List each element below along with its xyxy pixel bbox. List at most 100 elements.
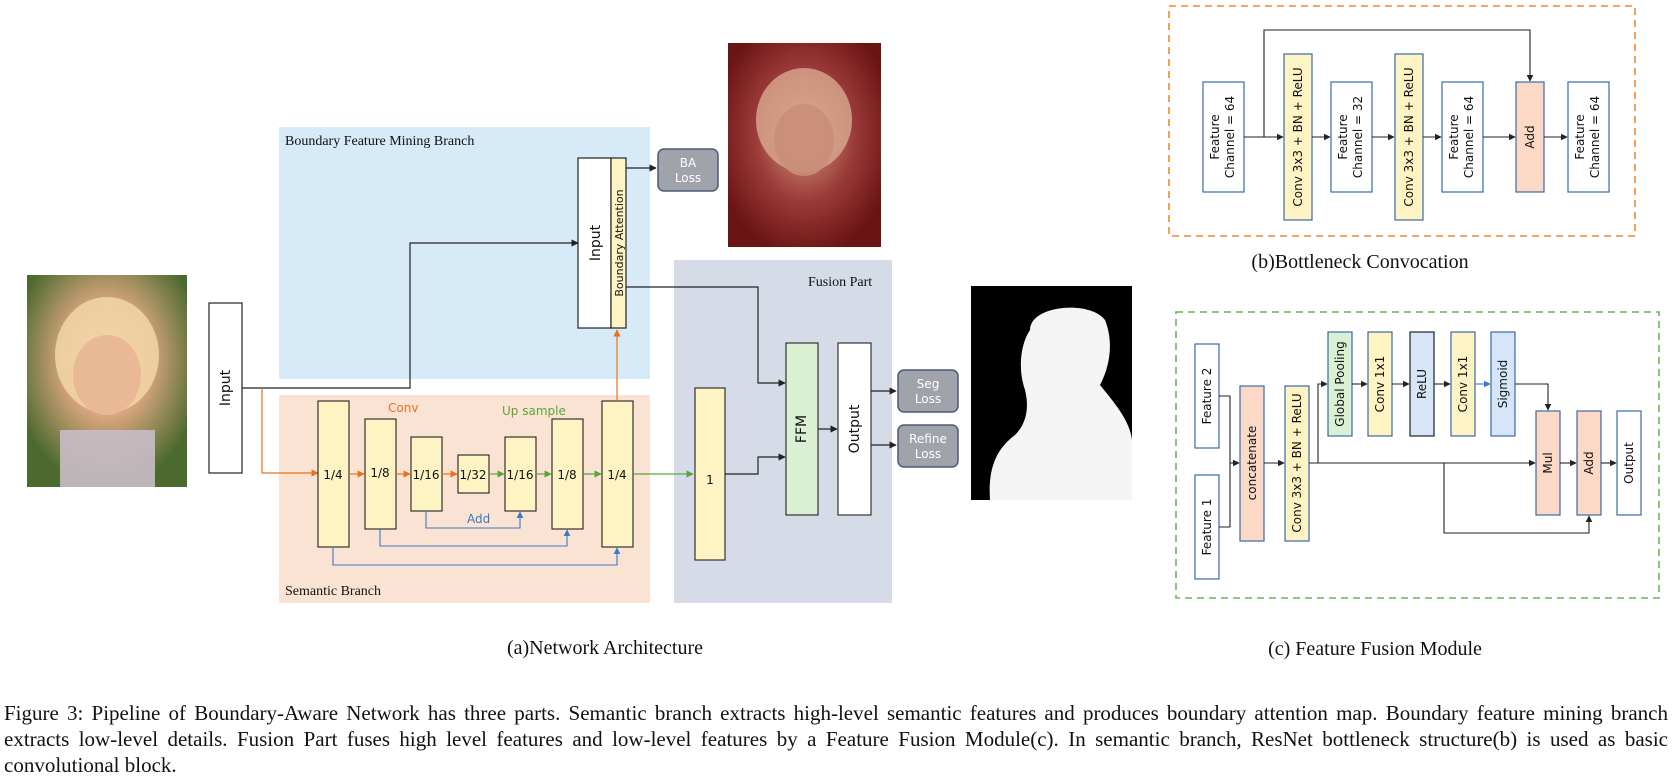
- ffm-mul: Mul: [1535, 410, 1561, 516]
- branch-input-label: Input: [588, 224, 604, 261]
- ba-loss-line1: BA: [680, 156, 697, 170]
- svg-text:1/4: 1/4: [323, 468, 342, 482]
- input-to-boundary-arrow: [242, 239, 579, 389]
- fusion-block-1-label: 1: [706, 473, 714, 487]
- svg-text:Conv 3x3 + BN + ReLU: Conv 3x3 + BN + ReLU: [1290, 393, 1304, 532]
- svg-text:1/16: 1/16: [413, 468, 440, 482]
- ffm-global-pooling: Global Pooling: [1327, 331, 1353, 437]
- output-block: [837, 342, 872, 516]
- svg-text:FeatureChannel = 32: FeatureChannel = 32: [1336, 96, 1365, 178]
- ffm-f1-arrow: [1219, 463, 1231, 528]
- seg-loss-line1: Seg: [917, 377, 940, 391]
- alpha-matte: [971, 286, 1132, 500]
- ffm-feature1: Feature 1: [1194, 474, 1220, 580]
- svg-text:1/8: 1/8: [557, 468, 576, 482]
- svg-text:1/32: 1/32: [460, 468, 487, 482]
- upsample-label: Up sample: [502, 404, 566, 418]
- svg-text:FeatureChannel = 64: FeatureChannel = 64: [1573, 96, 1602, 178]
- svg-text:Output: Output: [1622, 442, 1636, 484]
- svg-text:ReLU: ReLU: [1415, 369, 1429, 399]
- svg-text:FeatureChannel = 64: FeatureChannel = 64: [1208, 96, 1237, 178]
- conv-label: Conv: [388, 401, 418, 415]
- dec-block-1-4: 1/4: [601, 400, 634, 548]
- skip-1-4: [332, 547, 621, 566]
- boundary-attention-label: Boundary Attention: [613, 189, 626, 296]
- seg-loss-block: [897, 369, 959, 413]
- svg-text:concatenate: concatenate: [1245, 426, 1259, 501]
- svg-text:1/8: 1/8: [370, 466, 389, 480]
- ffm-block: [785, 342, 819, 516]
- bn-conv-2: Conv 3x3 + BN + ReLU: [1394, 53, 1424, 221]
- svg-text:Add: Add: [1582, 451, 1596, 474]
- branch-input-block: [577, 157, 612, 329]
- dec-block-1-16: 1/16: [504, 436, 537, 512]
- bn-conv-1: Conv 3x3 + BN + ReLU: [1283, 53, 1313, 221]
- ffm-module-subtitle: (c) Feature Fusion Module: [1268, 638, 1482, 660]
- bn-residual-arrow: [1263, 29, 1534, 137]
- bottleneck-frame: [1168, 5, 1636, 237]
- input-block-label: Input: [218, 369, 234, 406]
- refine-loss-line2: Loss: [915, 447, 941, 461]
- svg-text:Conv 1x1: Conv 1x1: [1373, 356, 1387, 413]
- bottleneck-subtitle: (b)Bottleneck Convocation: [1251, 251, 1468, 273]
- ffm-output: Output: [1616, 410, 1642, 516]
- svg-text:1/4: 1/4: [607, 468, 626, 482]
- output-label: Output: [847, 404, 863, 453]
- enc-block-1-8: 1/8: [364, 418, 397, 530]
- bn-block-4: FeatureChannel = 64: [1441, 81, 1484, 193]
- svg-text:1/16: 1/16: [507, 468, 534, 482]
- seg-loss-line2: Loss: [915, 392, 941, 406]
- ba-loss-block: [657, 148, 719, 192]
- svg-text:Conv 1x1: Conv 1x1: [1456, 356, 1470, 413]
- bn-block-2: FeatureChannel = 32: [1330, 81, 1373, 193]
- ffm-module-frame: [1175, 311, 1660, 599]
- ffm-conv2: Conv 1x1: [1450, 331, 1476, 437]
- ffm-concatenate: concatenate: [1239, 385, 1265, 542]
- svg-text:Sigmoid: Sigmoid: [1496, 360, 1510, 409]
- figure-caption: Figure 3: Pipeline of Boundary-Aware Net…: [4, 701, 1668, 777]
- skip-1-16: [425, 511, 524, 529]
- svg-text:Mul: Mul: [1541, 452, 1555, 473]
- svg-text:Feature 1: Feature 1: [1200, 499, 1214, 556]
- ffm-residual-arrow: [1443, 463, 1593, 534]
- ffm-to-pool-arrow: [1309, 380, 1328, 464]
- svg-text:Global Pooling: Global Pooling: [1333, 341, 1347, 426]
- svg-text:Feature 2: Feature 2: [1200, 368, 1214, 425]
- bn-add: Add: [1515, 81, 1545, 193]
- input-photo: [27, 275, 187, 487]
- svg-text:Add: Add: [1523, 125, 1537, 148]
- ba-loss-line2: Loss: [675, 171, 701, 185]
- fusion-block-1: [694, 387, 726, 561]
- svg-text:Conv 3x3 + BN + ReLU: Conv 3x3 + BN + ReLU: [1291, 67, 1305, 206]
- ffm-f2-arrow: [1219, 395, 1240, 467]
- skip-1-8: [379, 529, 571, 547]
- ffm-relu: ReLU: [1409, 331, 1435, 437]
- ffm-label: FFM: [794, 415, 810, 443]
- boundary-to-ffm-arrow: [626, 286, 786, 387]
- semantic-branch-label: Semantic Branch: [285, 584, 381, 599]
- ffm-feature2: Feature 2: [1194, 343, 1220, 449]
- enc-block-1-16: 1/16: [410, 436, 443, 512]
- ffm-conv1: Conv 1x1: [1367, 331, 1393, 437]
- bn-block-0: FeatureChannel = 64: [1202, 81, 1245, 193]
- input-to-semantic-arrow: [261, 388, 319, 477]
- add-label: Add: [467, 512, 490, 526]
- refine-loss-block: [897, 424, 959, 468]
- ffm-sigmoid: Sigmoid: [1490, 331, 1516, 437]
- dec-block-1-8: 1/8: [551, 418, 584, 530]
- input-block: [208, 302, 243, 474]
- ffm-sigmoid-mul-arrow: [1515, 383, 1552, 411]
- ffm-add: Add: [1576, 410, 1602, 516]
- svg-text:Conv 3x3 + BN + ReLU: Conv 3x3 + BN + ReLU: [1402, 67, 1416, 206]
- svg-text:FeatureChannel = 64: FeatureChannel = 64: [1447, 96, 1476, 178]
- enc-block-1-32: 1/32: [457, 454, 490, 494]
- bn-block-6: FeatureChannel = 64: [1567, 81, 1610, 193]
- boundary-attention-block: [610, 157, 627, 329]
- fusion1-to-ffm-arrow: [725, 453, 786, 475]
- fusion-part-label: Fusion Part: [808, 275, 872, 290]
- ffm-conv-bn-relu: Conv 3x3 + BN + ReLU: [1284, 385, 1310, 542]
- network-subtitle: (a)Network Architecture: [507, 637, 703, 659]
- refine-loss-line1: Refine: [909, 432, 947, 446]
- boundary-branch-label: Boundary Feature Mining Branch: [285, 134, 474, 149]
